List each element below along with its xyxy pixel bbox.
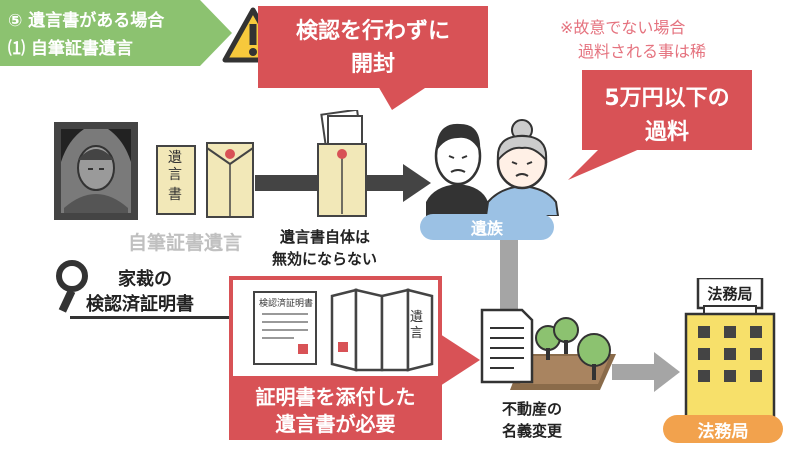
envelope-label: 遺言 <box>168 150 182 183</box>
folded-will-icon <box>330 288 434 372</box>
bureau-sign: 法務局 <box>707 285 753 303</box>
fine-bubble-shape <box>568 70 752 180</box>
requirement-pointer <box>440 334 480 386</box>
arrow-caption-line2: 無効にならない <box>272 250 378 268</box>
header-tab: ⑤ 遺言書がある場合 ⑴ 自筆証書遺言 <box>0 0 232 66</box>
family-icon <box>426 119 560 216</box>
bureau-building-icon <box>684 278 776 418</box>
sealed-envelope-icon <box>206 142 254 218</box>
warning-bubble-line1: 検認を行わずに <box>295 19 450 44</box>
bureau-label: 法務局 <box>663 415 783 443</box>
header-line1: ⑤ 遺言書がある場合 <box>8 11 165 31</box>
deceased-portrait-icon <box>54 122 138 220</box>
header-line2: ⑴ 自筆証書遺言 <box>8 39 133 59</box>
real-estate-line2: 名義変更 <box>502 422 563 440</box>
court-certificate-line1: 家裁の <box>118 269 172 290</box>
requirement-line2: 遺言書が必要 <box>275 412 396 436</box>
certificate-document-icon <box>253 291 317 365</box>
note-line1: ※故意でない場合 <box>560 18 686 37</box>
opened-envelope-icon <box>317 110 367 217</box>
folded-will-label: 遺言 <box>410 310 424 341</box>
arrow-to-bureau <box>612 352 680 392</box>
certificate-underline <box>70 316 258 319</box>
real-estate-icon <box>480 308 616 390</box>
document-type-label: 自筆証書遺言 <box>128 232 243 254</box>
envelope-label-extra: 書 <box>168 187 182 203</box>
family-connector <box>500 240 518 310</box>
warning-bubble-shape <box>258 6 488 110</box>
magnifier-icon <box>56 260 88 313</box>
fine-bubble-line2: 過料 <box>644 120 689 145</box>
note-line2: 過料される事は稀 <box>578 42 707 61</box>
real-estate-line1: 不動産の <box>502 400 563 418</box>
fine-bubble-line1: 5万円以下の <box>604 86 730 111</box>
will-envelope-icon <box>156 145 196 215</box>
requirement-label-bg <box>229 376 442 440</box>
warning-bubble-line2: 開封 <box>350 52 395 77</box>
certificate-title: 検認済証明書 <box>259 299 314 309</box>
family-label: 遺族 <box>420 214 554 240</box>
requirement-line1: 証明書を添付した <box>255 385 416 409</box>
court-certificate-line2: 検認済証明書 <box>86 294 194 315</box>
arrow-caption-line1: 遺言書自体は <box>280 228 371 246</box>
